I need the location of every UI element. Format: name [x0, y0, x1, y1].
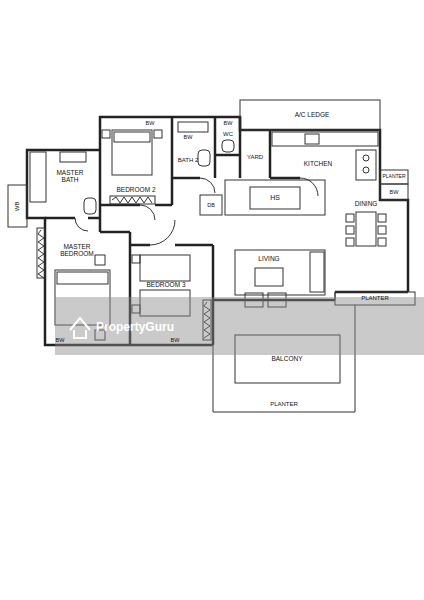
- room-label: YARD: [247, 154, 263, 161]
- room-label: BALCONY: [271, 355, 302, 362]
- room-label: LIVING: [258, 255, 279, 262]
- room-label: BW: [224, 120, 233, 126]
- room-label: MASTER BATH: [52, 169, 88, 183]
- room-label: WC: [223, 131, 233, 138]
- watermark: PropertyGuru: [96, 321, 174, 334]
- room-label: WB: [14, 201, 21, 211]
- room-label: BW: [56, 337, 65, 343]
- room-label: HS: [270, 194, 280, 202]
- room-label: BATH 2: [178, 157, 199, 164]
- room-label: MASTER BEDROOM: [55, 243, 99, 257]
- room-label: PLANTER: [382, 174, 405, 180]
- room-label: BW: [184, 134, 193, 140]
- room-label: BEDROOM 2: [116, 186, 155, 193]
- room-label: BEDROOM 3: [146, 281, 185, 288]
- room-label: DB: [207, 202, 215, 208]
- room-label: DINING: [355, 200, 378, 207]
- room-label: A/C LEDGE: [295, 111, 330, 118]
- room-label: KITCHEN: [304, 160, 333, 167]
- room-label: PLANTER: [270, 401, 298, 408]
- room-label: BW: [146, 120, 155, 126]
- room-label: PLANTER: [361, 295, 389, 302]
- room-label: BW: [390, 189, 399, 195]
- room-label: BW: [171, 337, 180, 343]
